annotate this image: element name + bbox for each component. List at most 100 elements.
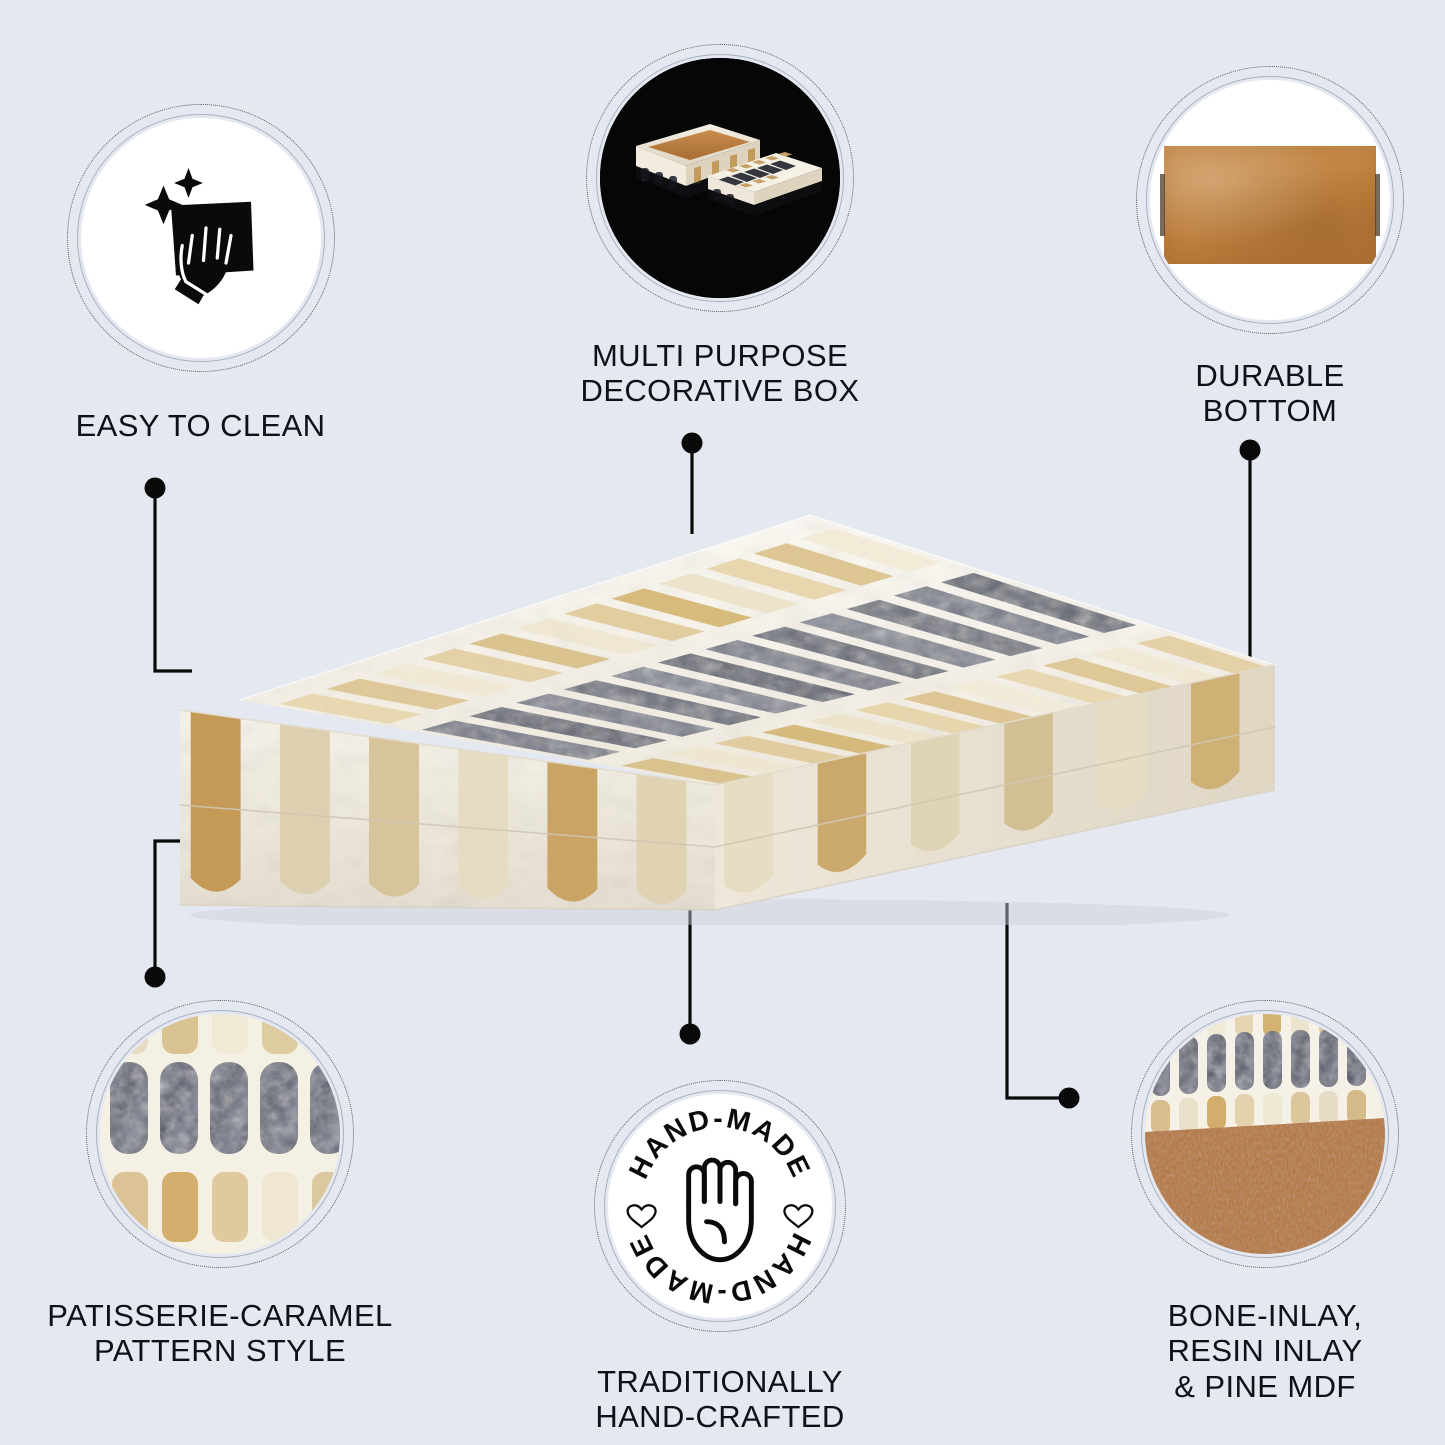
open-box-studio-shot (600, 58, 840, 298)
feature-pattern-style: PATISSERIE-CARAMEL PATTERN STYLE (40, 1000, 400, 1369)
connector-materials (1005, 903, 1066, 1100)
lid-tile-caramel-back (801, 528, 941, 572)
product-hero-image (150, 495, 1310, 925)
feature-durable-bottom: DURABLE BOTTOM (1100, 66, 1440, 429)
heart-icon-left (626, 1204, 657, 1229)
lid-tile-caramel-back (469, 633, 611, 669)
icon-disc (1150, 80, 1390, 320)
open-palm-icon (686, 1157, 754, 1263)
cleaning-hand-icon (144, 168, 253, 305)
connector-dot-durable-bottom (1239, 439, 1261, 461)
front-tile (458, 710, 509, 900)
solid-ring (604, 1090, 836, 1322)
feature-icon-materials (1131, 1000, 1399, 1268)
front-tile (547, 724, 598, 902)
solid-ring (96, 1010, 344, 1258)
icon-disc (600, 58, 840, 298)
solid-ring (1141, 1010, 1389, 1258)
feature-easy-to-clean: EASY TO CLEAN (28, 104, 373, 443)
lid-tile-grey (752, 626, 949, 680)
materials-macro-photo (1145, 1014, 1385, 1254)
lid-tile-caramel-front (1136, 635, 1267, 674)
icon-disc (100, 1014, 340, 1254)
lid-tile-caramel-back (374, 663, 516, 697)
connector-dot-multi-purpose (681, 432, 703, 454)
lid-tile-grey (893, 586, 1090, 645)
solid-ring (76, 114, 325, 362)
feature-label-easy-to-clean: EASY TO CLEAN (75, 408, 326, 443)
front-tile (279, 710, 330, 895)
lid-tile-caramel-front (621, 758, 754, 784)
lid-tile-grey (610, 666, 809, 714)
feature-icon-pattern-style (86, 1000, 354, 1268)
front-tile (190, 710, 241, 892)
feature-label-durable-bottom: DURABLE BOTTOM (1195, 358, 1345, 429)
front-tile (369, 710, 419, 897)
lid-tile-caramel-front (996, 668, 1127, 704)
panel-edge-right (1375, 174, 1380, 236)
inlay-pattern-photo (100, 1014, 340, 1254)
dotted-ring (1136, 66, 1404, 334)
mdf-bottom-photo (1150, 80, 1390, 320)
lid-tile-grey (657, 653, 855, 703)
lid-tile-caramel-front (949, 680, 1080, 714)
lid-tile-grey (846, 599, 1043, 657)
lid-tile-caramel-front (715, 735, 847, 764)
lid-tile-caramel-front (668, 746, 800, 774)
feature-multi-purpose: MULTI PURPOSE DECORATIVE BOX (546, 44, 894, 409)
connector-dot-materials (1058, 1087, 1080, 1109)
pattern-macro (100, 1014, 340, 1254)
dotted-ring (594, 1080, 846, 1332)
dotted-ring (1131, 1000, 1399, 1268)
feature-label-hand-crafted: TRADITIONALLY HAND-CRAFTED (595, 1364, 845, 1435)
feature-icon-multi-purpose (586, 44, 854, 312)
lid-tile-caramel-back (421, 648, 563, 683)
dotted-ring (66, 104, 335, 372)
icon-disc (1145, 1014, 1385, 1254)
feature-label-materials: BONE-INLAY, RESIN INLAY & PINE MDF (1167, 1298, 1363, 1404)
connector-dot-pattern-style (144, 966, 166, 988)
front-tile (636, 740, 687, 905)
heart-icon-right (783, 1204, 814, 1229)
lid-tile-caramel-back (753, 543, 894, 586)
lid-tile-grey (516, 693, 715, 737)
feature-icon-hand-crafted: HAND-MADE HAND-MADE (594, 1080, 846, 1332)
feature-label-multi-purpose: MULTI PURPOSE DECORATIVE BOX (580, 338, 860, 409)
hand-made-stamp-icon: HAND-MADE HAND-MADE (612, 1098, 828, 1314)
lid-tile-caramel-back (706, 558, 847, 600)
lid-tile-caramel-back (516, 618, 658, 655)
bone-inlay-box-illustration (179, 514, 1276, 925)
lid-tile-grey (941, 572, 1137, 633)
lid-tile-caramel-back (279, 693, 422, 724)
lid-tile-caramel-front (855, 702, 987, 734)
lid-tile-grey (469, 707, 668, 749)
feature-icon-durable-bottom (1136, 66, 1404, 334)
panel-edge-left (1160, 174, 1165, 236)
lid-tile-caramel-front (1089, 646, 1220, 684)
lid-tile-grey (799, 613, 996, 668)
feature-materials: BONE-INLAY, RESIN INLAY & PINE MDF (1090, 1000, 1440, 1404)
lid-tile-caramel-front (808, 713, 940, 744)
feature-label-pattern-style: PATISSERIE-CARAMEL PATTERN STYLE (47, 1298, 393, 1369)
lid-tile-grey (421, 720, 621, 760)
materials-macro (1145, 1014, 1385, 1254)
lid-tile-grey (563, 680, 762, 726)
solid-ring (596, 54, 844, 302)
lid-tile-caramel-back (326, 678, 469, 710)
open-box-photo (600, 58, 840, 298)
connector-dot-hand-crafted (679, 1023, 701, 1045)
lid-tile-caramel-front (761, 724, 894, 754)
feature-hand-crafted: HAND-MADE HAND-MADE (550, 1080, 890, 1435)
lid-tile-caramel-back (611, 588, 752, 628)
icon-disc (80, 118, 321, 358)
icon-disc: HAND-MADE HAND-MADE (608, 1094, 832, 1318)
lid-tile-caramel-back (564, 603, 705, 641)
lid-tile-caramel-back (659, 573, 800, 614)
dotted-ring (86, 1000, 354, 1268)
lid-tile-caramel-front (902, 691, 1034, 724)
mdf-panel (1160, 146, 1380, 264)
feature-icon-easy-to-clean (66, 104, 335, 372)
lid-tile-caramel-front (1042, 657, 1174, 694)
lid-tile-grey (705, 640, 902, 691)
